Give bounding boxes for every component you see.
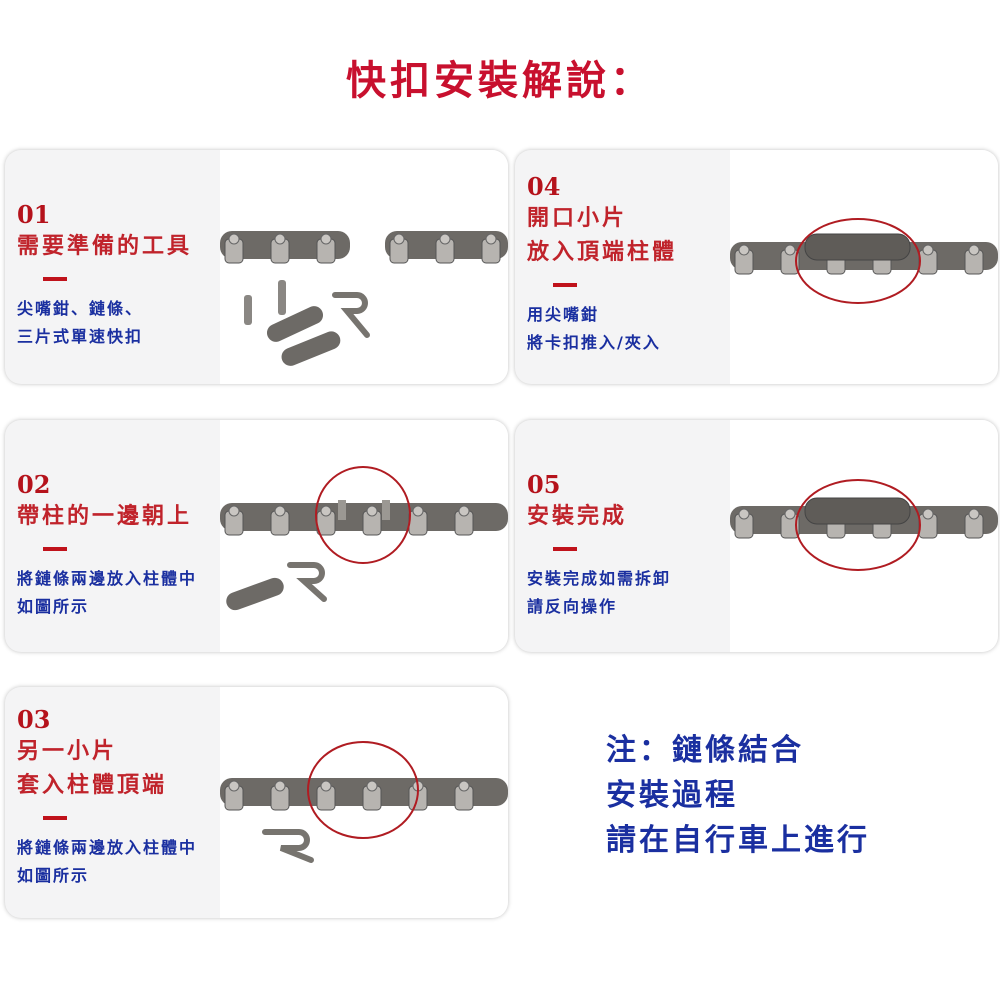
chain-image: [730, 218, 998, 304]
link-plate: [281, 331, 341, 366]
chain-pin: [458, 505, 470, 517]
step-desc: 如圖所示: [17, 597, 90, 616]
chain-photo: [730, 150, 998, 384]
chain-pin: [485, 233, 497, 245]
step-heading: 放入頂端柱體: [527, 239, 678, 265]
step-02-panel: 02 帶柱的一邊朝上 將鏈條兩邊放入柱體中 如圖所示: [5, 420, 508, 652]
step-text: 02 帶柱的一邊朝上 將鏈條兩邊放入柱體中 如圖所示: [17, 470, 197, 621]
spring-clip: [332, 292, 370, 338]
chain-pin: [784, 244, 796, 256]
step-heading: 帶柱的一邊朝上: [17, 503, 193, 529]
divider: [553, 283, 577, 287]
chain-pin: [922, 508, 934, 520]
link-plate: [804, 233, 911, 261]
chain-pin: [968, 508, 980, 520]
note-text: 注：鏈條結合 安裝過程 請在自行車上進行: [606, 728, 870, 863]
link-pin: [278, 280, 286, 315]
spring-clip: [287, 562, 327, 602]
chain-pin: [274, 505, 286, 517]
chain-pin: [458, 780, 470, 792]
chain-photo: [730, 420, 998, 652]
chain-image: [220, 231, 508, 366]
step-desc: 用尖嘴鉗: [527, 305, 600, 324]
step-desc: 請反向操作: [527, 597, 618, 616]
step-03-panel: 03 另一小片 套入柱體頂端 將鏈條兩邊放入柱體中 如圖所示: [5, 687, 508, 918]
step-heading: 開口小片: [527, 205, 628, 231]
chain-image: [730, 479, 998, 571]
chain-photo: [220, 687, 508, 918]
chain-pin: [738, 508, 750, 520]
divider: [43, 816, 67, 820]
chain-photo: [220, 420, 508, 652]
step-01-panel: 01 需要準備的工具 尖嘴鉗、鏈條、 三片式單速快扣: [5, 150, 508, 384]
step-number: 04: [527, 172, 561, 201]
step-desc: 三片式單速快扣: [17, 327, 144, 346]
chain-pin: [784, 508, 796, 520]
chain-pin: [922, 244, 934, 256]
chain-pin: [320, 780, 332, 792]
chain-pin: [366, 505, 378, 517]
chain-pin: [274, 233, 286, 245]
step-desc: 將卡扣推入/夾入: [527, 333, 661, 352]
highlight-circle: [315, 466, 411, 564]
chain-image: [220, 741, 508, 863]
note-line: 請在自行車上進行: [606, 823, 870, 858]
chain-pin: [738, 244, 750, 256]
divider: [553, 547, 577, 551]
step-number: 03: [17, 705, 51, 734]
step-heading: 套入柱體頂端: [17, 772, 168, 798]
chain-pin: [439, 233, 451, 245]
chain-pin: [320, 233, 332, 245]
divider: [43, 277, 67, 281]
chain-pin: [274, 780, 286, 792]
page-title: 快扣安裝解說：: [346, 57, 654, 104]
step-heading: 需要準備的工具: [17, 233, 193, 259]
link-pin: [244, 295, 252, 325]
step-05-panel: 05 安裝完成 安裝完成如需拆卸 請反向操作: [515, 420, 998, 652]
highlight-circle: [795, 218, 921, 304]
step-text: 04 開口小片 放入頂端柱體 用尖嘴鉗 將卡扣推入/夾入: [527, 172, 677, 357]
chain-image: [220, 466, 508, 611]
step-text: 03 另一小片 套入柱體頂端 將鏈條兩邊放入柱體中 如圖所示: [17, 705, 197, 890]
chain-pin: [968, 244, 980, 256]
highlight-circle: [307, 741, 419, 839]
note-line: 安裝過程: [606, 778, 738, 813]
step-desc: 安裝完成如需拆卸: [527, 569, 672, 588]
chain-pin: [412, 505, 424, 517]
step-text: 05 安裝完成 安裝完成如需拆卸 請反向操作: [527, 470, 671, 621]
step-desc: 尖嘴鉗、鏈條、: [17, 299, 144, 318]
spring-clip: [262, 829, 314, 863]
link-plate: [226, 577, 284, 611]
step-text: 01 需要準備的工具 尖嘴鉗、鏈條、 三片式單速快扣: [17, 200, 192, 351]
note-line: 注：鏈條結合: [606, 733, 804, 768]
highlight-circle: [795, 479, 921, 571]
step-04-panel: 04 開口小片 放入頂端柱體 用尖嘴鉗 將卡扣推入/夾入: [515, 150, 998, 384]
link-pin: [338, 500, 346, 520]
step-desc: 將鏈條兩邊放入柱體中: [17, 838, 198, 857]
step-number: 05: [527, 470, 561, 499]
link-pin: [382, 500, 390, 520]
step-heading: 安裝完成: [527, 503, 628, 529]
step-heading: 另一小片: [17, 738, 118, 764]
chain-pin: [393, 233, 405, 245]
chain-photo: [220, 150, 508, 384]
divider: [43, 547, 67, 551]
step-desc: 如圖所示: [17, 866, 90, 885]
chain-pin: [228, 505, 240, 517]
step-number: 02: [17, 470, 51, 499]
link-plate: [804, 497, 911, 525]
chain-pin: [228, 233, 240, 245]
link-plate: [266, 306, 324, 342]
chain-pin: [366, 780, 378, 792]
step-desc: 將鏈條兩邊放入柱體中: [17, 569, 198, 588]
chain-pin: [228, 780, 240, 792]
step-number: 01: [17, 200, 51, 229]
chain-pin: [320, 505, 332, 517]
